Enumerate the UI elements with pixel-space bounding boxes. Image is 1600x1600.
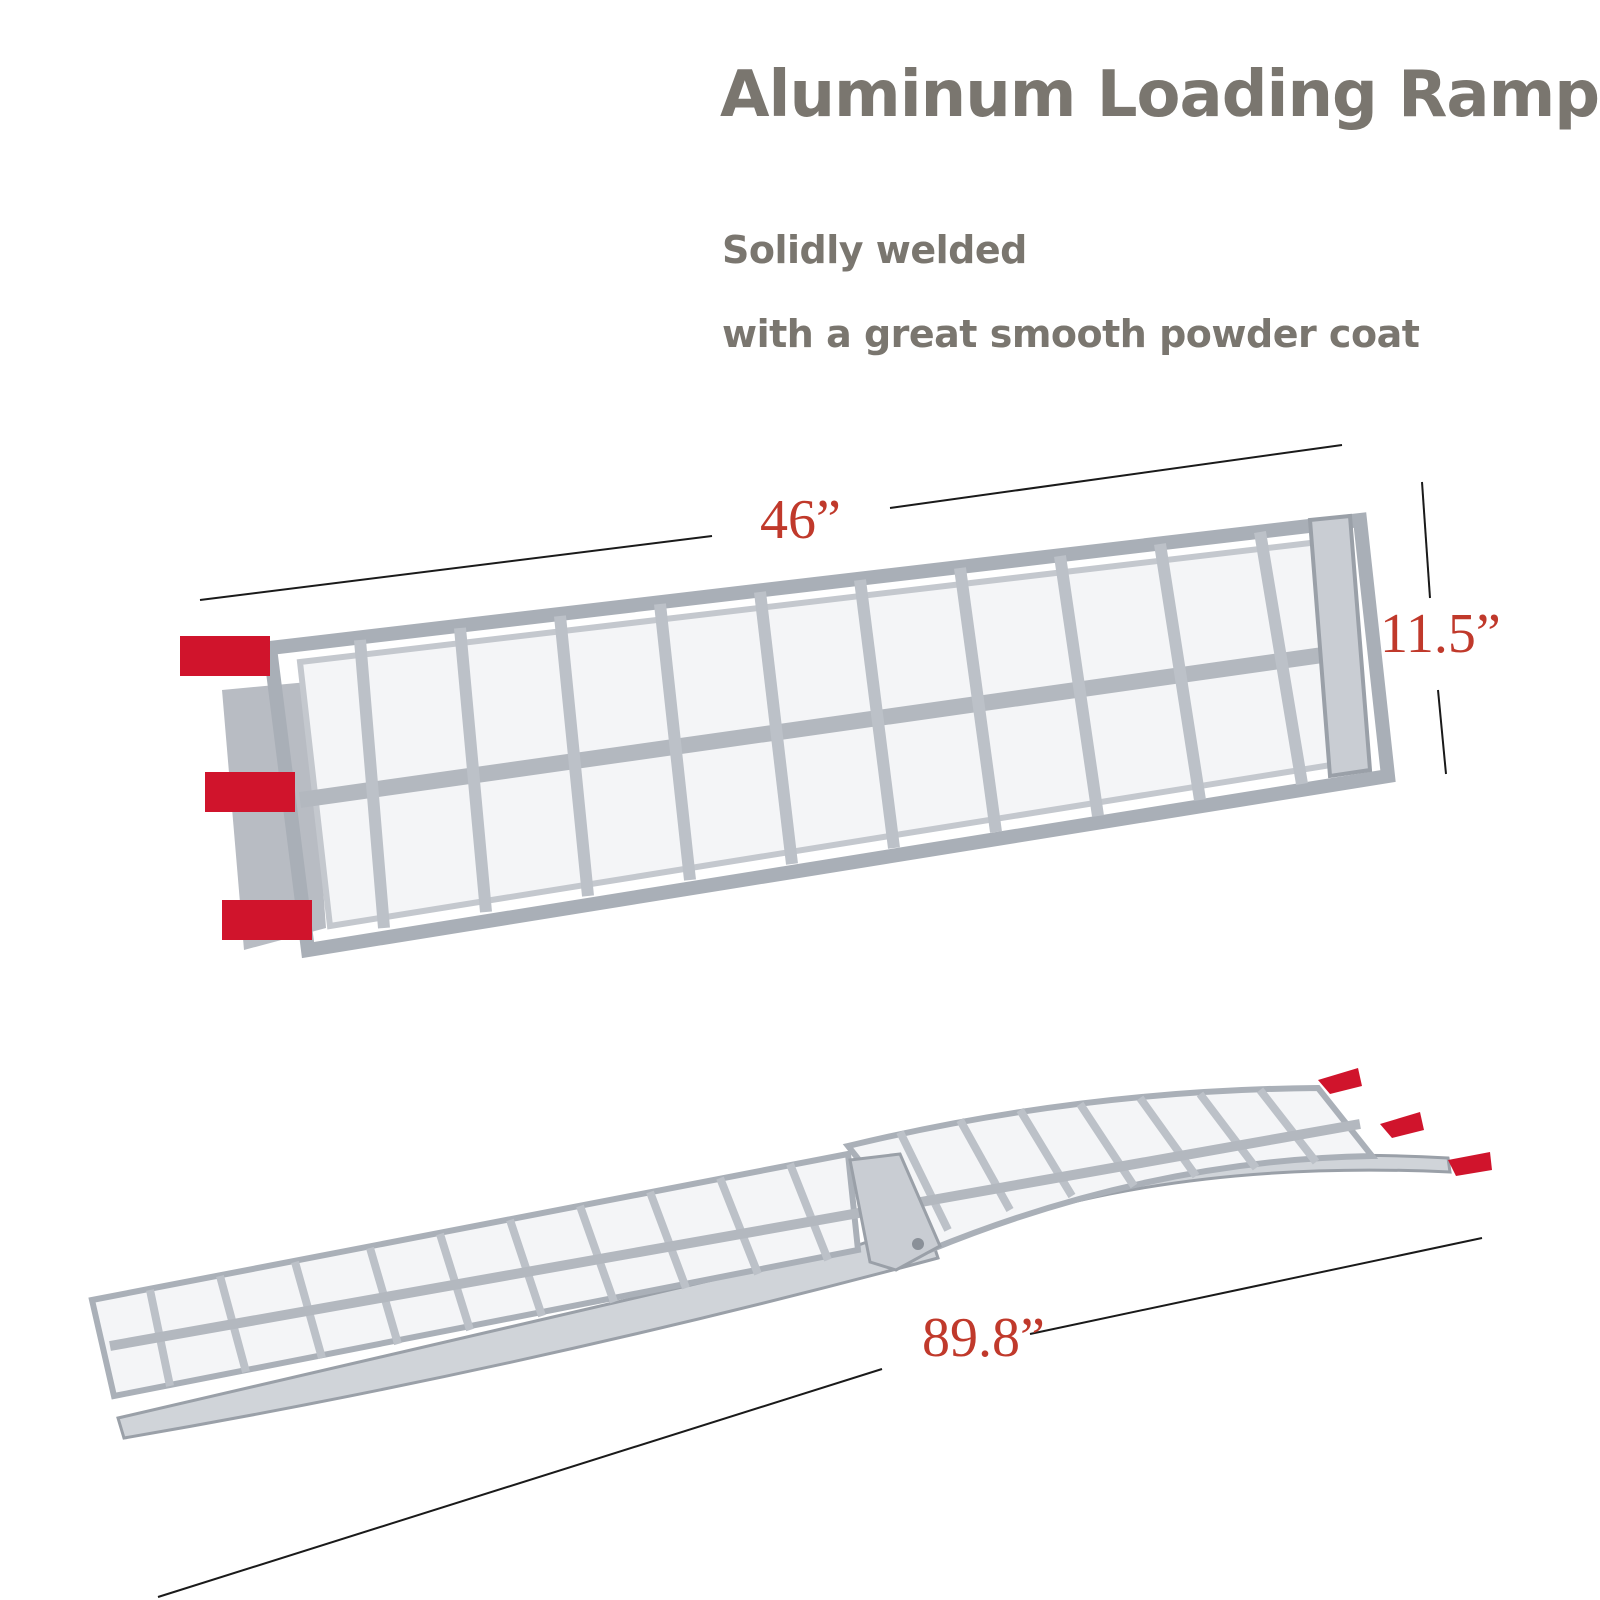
page-title: Aluminum Loading Ramps	[720, 58, 1600, 132]
folded-length-line-right	[889, 444, 1343, 509]
folded-ramp-frame	[262, 512, 1396, 959]
dimension-label-folded-length: 46”	[760, 489, 841, 551]
folded-ramp-tip-middle	[205, 772, 295, 812]
unfolded-length-line-left	[157, 1368, 883, 1598]
feature-welded: Solidly welded	[722, 228, 1027, 272]
folded-ramp-tip-top	[180, 636, 270, 676]
width-line-top	[1421, 481, 1431, 599]
dimension-label-width: 11.5”	[1380, 603, 1501, 665]
unfolded-ramp-hinge-bolt	[912, 1238, 924, 1250]
folded-ramp-tip-bottom	[222, 900, 312, 940]
folded-length-line-left	[199, 535, 713, 601]
unfolded-ramp-tip-middle	[1380, 1112, 1424, 1138]
folded-ramp	[180, 512, 1396, 959]
unfolded-ramp-tip-bottom	[1448, 1152, 1492, 1176]
folded-ramp-hinge	[1307, 513, 1373, 779]
width-line-bottom	[1437, 689, 1447, 775]
feature-powder-coat: with a great smooth powder coat	[722, 312, 1420, 356]
dimension-label-unfolded-length: 89.8”	[922, 1307, 1045, 1369]
unfolded-ramp	[88, 1068, 1492, 1440]
folded-ramp-rungs	[354, 531, 1308, 929]
unfolded-length-line-right	[1029, 1237, 1483, 1335]
unfolded-ramp-center-rail	[109, 1119, 1361, 1351]
dimension-lines	[157, 444, 1483, 1598]
unfolded-ramp-tip-top	[1318, 1068, 1362, 1094]
unfolded-ramp-deck-left	[88, 1150, 862, 1400]
